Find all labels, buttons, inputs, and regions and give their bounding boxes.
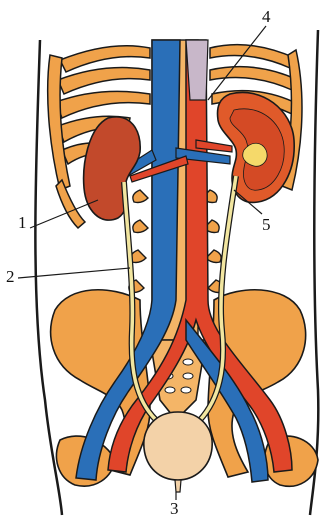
urethra — [175, 480, 181, 492]
leader-line-4 — [208, 26, 266, 100]
bladder — [144, 412, 212, 480]
left-kidney — [84, 117, 141, 220]
body-outline-right — [310, 30, 318, 515]
label-3: 3 — [170, 500, 179, 517]
label-5: 5 — [262, 216, 271, 233]
esophagus — [186, 40, 208, 100]
label-4: 4 — [262, 8, 271, 25]
label-2: 2 — [6, 268, 15, 285]
label-1: 1 — [18, 214, 27, 231]
